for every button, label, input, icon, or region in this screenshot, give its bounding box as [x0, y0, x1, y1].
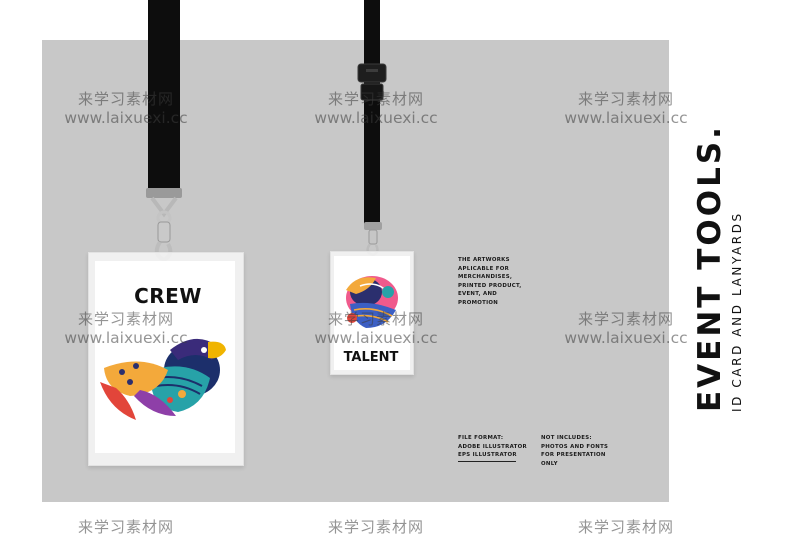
watermark: 来学习素材网 www.laixuexi.cc	[546, 308, 706, 347]
right-lanyard-buckle	[357, 63, 387, 101]
talent-badge-holder	[330, 251, 414, 375]
watermark-cn: 来学习素材网	[327, 90, 424, 108]
talent-label: TALENT	[343, 350, 399, 365]
watermark: 来学习素材网	[46, 516, 206, 537]
event-tools-title: EVENT TOOLS.	[692, 124, 728, 412]
watermark-url: www.laixuexi.cc	[314, 109, 438, 127]
event-tools-subtitle: ID CARD AND LANYARDS	[730, 211, 744, 412]
watermark-cn: 来学习素材网	[77, 310, 174, 328]
artworks-description: THE ARTWORKS APLICABLE FOR MERCHANDISES,…	[458, 257, 522, 306]
crew-bird-illustration	[100, 338, 226, 420]
watermark: 来学习素材网 www.laixuexi.cc	[296, 308, 456, 347]
watermark: 来学习素材网 www.laixuexi.cc	[546, 88, 706, 127]
watermark-cn: 来学习素材网	[77, 90, 174, 108]
crew-label: CREW	[134, 284, 202, 308]
watermark-url: www.laixuexi.cc	[564, 329, 688, 347]
watermark-url: www.laixuexi.cc	[314, 329, 438, 347]
watermark: 来学习素材网	[546, 516, 706, 537]
crew-badge-holder	[88, 252, 244, 466]
left-lanyard-clip	[146, 188, 182, 263]
file-format-text: FILE FORMAT: ADOBE ILLUSTRATOR EPS ILLUS…	[458, 435, 527, 458]
watermark-url: www.laixuexi.cc	[64, 329, 188, 347]
file-format-underline	[458, 461, 516, 462]
watermark-cn: 来学习素材网	[577, 310, 674, 328]
watermark-cn: 来学习素材网	[577, 518, 674, 536]
left-lanyard-strap	[148, 0, 180, 196]
watermark-url: www.laixuexi.cc	[564, 109, 688, 127]
watermark-cn: 来学习素材网	[327, 310, 424, 328]
right-lanyard-strap	[364, 0, 380, 228]
talent-bird-illustration	[346, 276, 398, 328]
watermark: 来学习素材网 www.laixuexi.cc	[296, 88, 456, 127]
watermark: 来学习素材网	[296, 516, 456, 537]
watermark-cn: 来学习素材网	[577, 90, 674, 108]
watermark-cn: 来学习素材网	[77, 518, 174, 536]
watermark-url: www.laixuexi.cc	[64, 109, 188, 127]
not-includes-text: NOT INCLUDES: PHOTOS AND FONTS FOR PRESE…	[541, 435, 609, 467]
watermark-cn: 来学习素材网	[327, 518, 424, 536]
watermark: 来学习素材网 www.laixuexi.cc	[46, 308, 206, 347]
watermark: 来学习素材网 www.laixuexi.cc	[46, 88, 206, 127]
